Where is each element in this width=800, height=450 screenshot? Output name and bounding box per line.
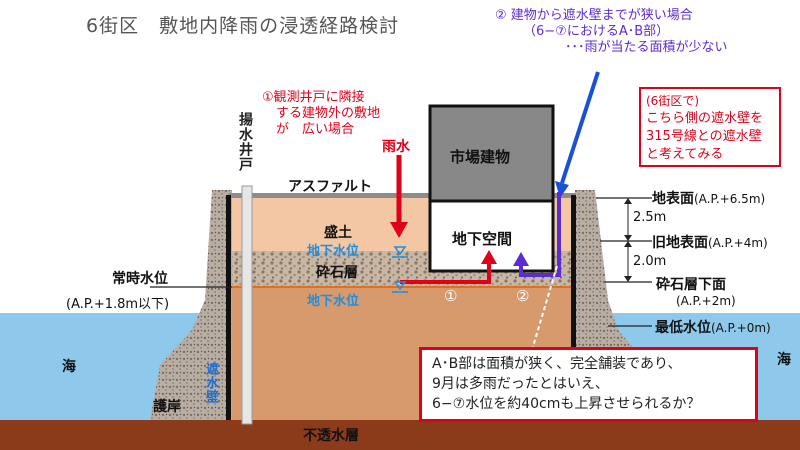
cutoff-wall-left [226,195,231,423]
asphalt-surface [230,193,576,198]
dim-arrow-1 [624,198,632,204]
path2-arrowhead [513,252,529,266]
sea-left-label: 海 [62,359,76,375]
question-box: A･B部は面積が狭く、完全舗装であり、 9月は多雨だったとはいえ、 6−⑦水位を… [419,347,758,422]
ground-level-label: 地表面(A.P.+6.5m) [652,188,765,208]
question-pointer [531,265,558,351]
blue-pointer-head [555,181,569,198]
case1-line: ①観測井戸に隣接 [262,90,365,105]
case2-note: ② 建物から遮水壁までが狭い場合 （6−⑦におけるA･B部） ･･･雨が当たる面… [495,8,728,56]
sea-right-label: 海 [777,352,791,368]
question-line: A･B部は面積が狭く、完全舗装であり、 [432,356,682,372]
impermeable-label: 不透水層 [303,428,359,444]
red-note-line: 315号線との遮水壁 [646,129,762,144]
case2-line: ② 建物から遮水壁までが狭い場合 [495,8,693,23]
red-note-box: (6街区で) こちら側の遮水壁を 315号線との遮水壁 と考えてみる [639,87,781,167]
path1-arrowhead [481,250,497,264]
red-note-line: (6街区で) [646,94,699,108]
groundwater-marker-2 [393,281,407,291]
blue-pointer-arrow [560,71,600,184]
asphalt-label: アスファルト [288,179,372,195]
market-building-shape [428,104,555,203]
ground-level-ap: (A.P.+6.5m) [694,192,766,206]
rain-label: 雨水 [382,139,410,155]
groundwater-marker-1 [393,246,407,256]
cutoff-wall-right [571,195,576,423]
normal-level-label: 常時水位 [112,271,168,287]
gravel-bottom-name: 砕石層下面 [656,277,726,293]
dim-lower-label: 2.0m [633,254,667,269]
well-label: 揚水井戸 [237,112,253,172]
red-note-line: こちら側の遮水壁を [646,111,764,126]
old-ground-level-label: 旧地表面(A.P.+4m) [652,232,768,252]
question-line: 9月は多雨だったとはいえ、 [432,376,609,392]
cutoff-wall-label: 遮水壁 [203,362,218,404]
path2-label: ② [516,287,530,305]
case2-line: ･･･雨が当たる面積が少ない [565,40,728,55]
case1-note: ①観測井戸に隣接 する建物外の敷地 が 広い場合 [262,90,380,138]
dim-upper-label: 2.5m [633,210,667,225]
question-line: 6−⑦水位を約40cmも上昇させられるか？ [432,396,701,412]
path1-arrow [400,262,491,284]
rain-arrowhead [390,222,408,238]
path1-label: ① [444,287,458,305]
dim-arrow-4 [624,276,632,282]
old-ground-level-name: 旧地表面 [652,235,708,251]
well-casing [241,185,253,425]
normal-level-ap: (A.P.+1.8m以下) [66,297,170,312]
dim-arrow-3 [624,241,632,247]
ground-level-name: 地表面 [652,191,694,207]
basement-label: 地下空間 [452,230,513,248]
seawall-left [150,190,232,420]
lowest-water-ap: (A.P.+0m) [711,321,771,335]
market-building-label: 市場建物 [450,148,511,166]
case1-line: する建物外の敷地 [276,106,381,121]
old-ground-level-ap: (A.P.+4m) [708,236,768,250]
groundwater-label-1: 地下水位 [307,244,360,259]
groundwater-label-2: 地下水位 [307,294,360,309]
page-title: 6街区 敷地内降雨の浸透経路検討 [86,15,400,37]
path2-arrow [519,192,561,277]
seawall-label: 護岸 [153,399,181,415]
lowest-water-label: 最低水位(A.P.+0m) [655,317,771,337]
lowest-water-name: 最低水位 [655,320,711,336]
case1-line: が 広い場合 [276,122,355,137]
red-note-line: と考えてみる [646,147,724,162]
dim-arrow-2 [624,235,632,241]
case2-line: （6−⑦におけるA･B部） [523,24,670,39]
fill-label: 盛土 [324,225,352,241]
impermeable-layer [0,420,800,450]
gravel-bottom-ap: (A.P.+2m) [676,294,736,308]
gravel-label: 砕石層 [316,265,358,281]
